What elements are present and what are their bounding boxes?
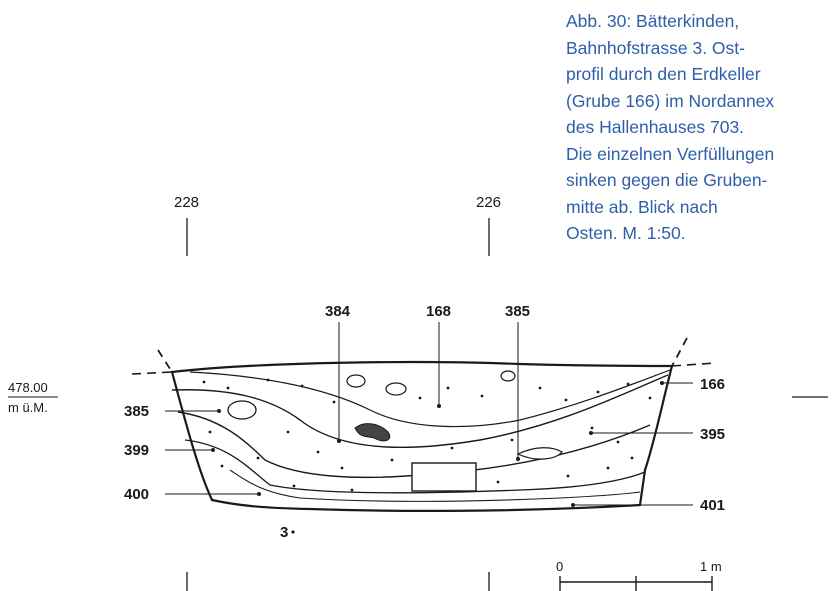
layer-label-395: 395 [700,426,725,443]
gravel-inclusions [202,378,652,492]
caption-line: Die einzelnen Verfüllungen [566,143,775,164]
caption-line: Abb. 30: Bätterkinden, [566,11,740,31]
layer-boundary-384 [171,374,669,449]
layer-label-400: 400 [124,486,149,503]
point-marker-dot [291,530,295,534]
layer-label-384: 384 [325,303,351,320]
surface-dashed-left [131,371,173,375]
caption-line: profil durch den Erdkeller [566,64,761,84]
layer-label-168: 168 [426,303,451,320]
surface-dashed-right [671,362,716,367]
pit-outline [170,360,674,512]
scale-bar-start-label: 0 [556,559,563,574]
elevation-unit: m ü.M. [8,400,48,415]
scale-bar: 0 1 m [556,559,722,591]
layer-label-385-left: 385 [124,403,149,420]
caption-line: Bahnhofstrasse 3. Ost- [566,37,745,58]
grid-marker-left-label: 228 [174,194,199,211]
layer-label-399: 399 [124,442,149,459]
stone [385,382,407,396]
caption-line: des Hallenhauses 703. [566,117,745,137]
stone [227,400,257,420]
point-marker-label: 3 [280,524,288,541]
stone [516,447,563,460]
figure-caption: Abb. 30: Bätterkinden, Bahnhofstrasse 3.… [566,8,836,247]
charcoal-lens [354,423,391,442]
layer-boundary-401 [229,469,641,502]
stone [500,370,516,382]
caption-line: (Grube 166) im Nordannex [566,90,775,111]
layer-boundary-168 [189,369,671,428]
pit-section [131,337,716,512]
caption-line: Osten. M. 1:50. [566,223,686,243]
layer-label-166: 166 [700,376,725,393]
caption-line: mitte ab. Blick nach [566,196,718,217]
layer-label-385-top: 385 [505,303,530,320]
layer-label-401: 401 [700,497,725,514]
grid-marker-right-label: 226 [476,194,501,211]
pit-edge-dashed-right [671,337,688,367]
stone-block [411,462,477,492]
layer-boundary-399 [184,439,646,494]
leader-lines [165,322,693,506]
scale-bar-end-label: 1 m [700,559,722,574]
pit-edge-dashed-left [157,349,173,373]
caption-line: sinken gegen die Gruben- [566,170,768,190]
elevation-value: 478.00 [8,380,48,395]
stone [346,374,366,388]
